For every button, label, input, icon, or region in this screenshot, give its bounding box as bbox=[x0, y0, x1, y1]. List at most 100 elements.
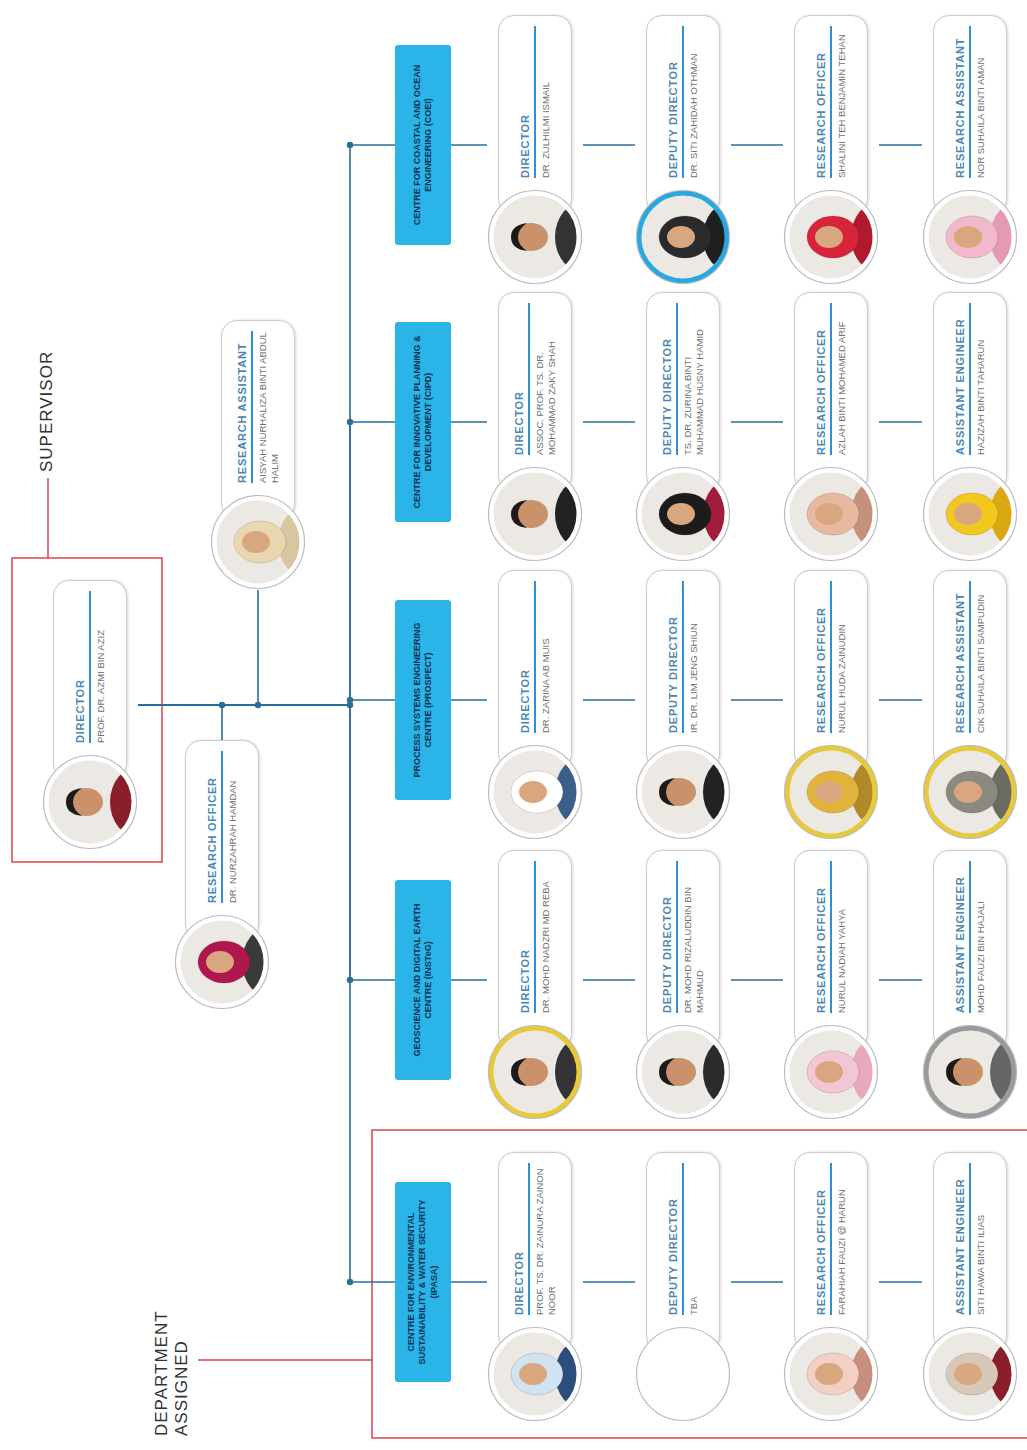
staff-name: PROF. DR. AZMI BIN AZIZ bbox=[95, 591, 107, 743]
org-connector bbox=[731, 979, 783, 981]
photo-ring bbox=[926, 1330, 1014, 1418]
photo-outline bbox=[489, 468, 582, 561]
photo-face bbox=[815, 1363, 843, 1385]
job-title: RESEARCH OFFICER bbox=[815, 26, 832, 178]
photo-outline bbox=[489, 746, 582, 839]
photo-scarf bbox=[807, 493, 859, 535]
staff-name: DR. ZARINA AB MUIS bbox=[540, 581, 552, 733]
staff-card: RESEARCH OFFICERAZLAH BINTI MOHAMED ARIF bbox=[783, 292, 879, 562]
photo-hair bbox=[66, 788, 82, 816]
staff-card: ASSISTANT ENGINEERSITI HAWA BINTI ILIAS bbox=[922, 1152, 1018, 1422]
portrait-photo bbox=[783, 1326, 879, 1422]
photo-ring bbox=[926, 748, 1014, 836]
org-connector bbox=[451, 979, 487, 981]
staff-card: DIRECTORDR. ZULHILMI ISMAIL bbox=[487, 15, 583, 285]
department-name: CENTRE FOR COASTAL AND OCEAN ENGINEERING… bbox=[412, 55, 435, 235]
org-connector bbox=[451, 421, 487, 423]
name-card: RESEARCH OFFICER FARAHIAH FAUZI @ HARUN bbox=[794, 1152, 868, 1352]
org-connector bbox=[879, 699, 922, 701]
photo-hair bbox=[946, 1058, 962, 1086]
staff-name: AZLAH BINTI MOHAMED ARIF bbox=[836, 303, 848, 455]
photo-face bbox=[815, 1061, 843, 1083]
name-card: DEPUTY DIRECTORDR. MOHD RIZALUDDIN BIN M… bbox=[646, 850, 720, 1050]
job-title: RESEARCH ASSISTANT bbox=[236, 331, 253, 483]
staff-name: DR. NURZAHRAH HAMDAN bbox=[227, 751, 239, 903]
org-connector bbox=[451, 144, 487, 146]
photo-scarf bbox=[807, 1353, 859, 1395]
photo-ring bbox=[926, 1028, 1014, 1116]
photo-outline bbox=[489, 1026, 582, 1119]
name-card: DIRECTORPROF. TS. DR. ZAINURA ZAINON NOO… bbox=[498, 1152, 572, 1352]
name-card: ASSISTANT ENGINEERMOHD FAUZI BIN HAJALI bbox=[933, 850, 1007, 1050]
photo-ring bbox=[787, 1330, 875, 1418]
job-title: DIRECTOR bbox=[513, 1163, 530, 1315]
job-title: DIRECTOR bbox=[74, 591, 91, 743]
name-card: RESEARCH OFFICERNURUL HUDA ZAINUDIN bbox=[794, 570, 868, 770]
photo-scarf bbox=[946, 216, 998, 258]
portrait-photo bbox=[922, 744, 1018, 840]
photo-outline bbox=[176, 916, 269, 1009]
job-title: RESEARCH OFFICER bbox=[815, 1163, 832, 1315]
photo-face bbox=[954, 781, 982, 803]
department-name: CENTRE FOR ENVIRONMENTAL SUSTAINABILITY … bbox=[406, 1192, 440, 1372]
photo-ring bbox=[787, 193, 875, 281]
name-card: DIRECTORDR. ZULHILMI ISMAIL bbox=[498, 15, 572, 215]
staff-card: DEPUTY DIRECTORIR. DR. LIM JENG SHIUN bbox=[635, 570, 731, 840]
junction-dot bbox=[347, 977, 353, 983]
portrait-photo bbox=[487, 189, 583, 285]
department-frame bbox=[372, 1130, 1027, 1438]
staff-card: DEPUTY DIRECTORDR. MOHD RIZALUDDIN BIN M… bbox=[635, 850, 731, 1120]
name-card: RESEARCH OFFICER SHALINI TEH BENJAMIN TEH… bbox=[794, 15, 868, 215]
job-title: RESEARCH OFFICER bbox=[206, 751, 223, 903]
photo-face bbox=[954, 503, 982, 525]
staff-name: SHALINI TEH BENJAMIN TEHAN bbox=[836, 26, 848, 178]
photo-outline bbox=[924, 746, 1017, 839]
photo-ring bbox=[787, 1028, 875, 1116]
staff-card: ASSISTANT ENGINEERHAZIZAH BINTI TAHARUN bbox=[922, 292, 1018, 562]
name-card: DIRECTOR PROF. DR. AZMI BIN AZIZ bbox=[53, 580, 127, 780]
portrait-photo bbox=[922, 466, 1018, 562]
photo-outline bbox=[44, 756, 137, 849]
staff-name: NOR SUHAILA BINTI AMAN bbox=[975, 26, 987, 178]
staff-name: HAZIZAH BINTI TAHARUN bbox=[975, 303, 987, 455]
job-title: DIRECTOR bbox=[519, 581, 536, 733]
org-connector bbox=[879, 144, 922, 146]
staff-name: MOHD FAUZI BIN HAJALI bbox=[975, 861, 987, 1013]
staff-card: RESEARCH ASSISTANTAISYAH NURHALIZA BINTI… bbox=[210, 320, 306, 590]
org-connector bbox=[879, 421, 922, 423]
org-connector bbox=[138, 145, 395, 705]
staff-card: RESEARCH OFFICER SHALINI TEH BENJAMIN TEH… bbox=[783, 15, 879, 285]
photo-scarf bbox=[511, 1353, 563, 1395]
staff-name: DR. MOHD NADZRI MD REBA bbox=[540, 861, 552, 1013]
photo-ring bbox=[491, 470, 579, 558]
portrait-photo bbox=[635, 1024, 731, 1120]
photo-ring bbox=[787, 470, 875, 558]
staff-name: SITI HAWA BINTI ILIAS bbox=[975, 1163, 987, 1315]
photo-scarf bbox=[807, 1051, 859, 1093]
photo-scarf bbox=[946, 771, 998, 813]
photo-hair bbox=[511, 223, 527, 251]
staff-name: FARAHIAH FAUZI @ HARUN bbox=[836, 1163, 848, 1315]
photo-scarf bbox=[659, 216, 711, 258]
photo-face bbox=[815, 226, 843, 248]
name-card: DEPUTY DIRECTORIR. DR. LIM JENG SHIUN bbox=[646, 570, 720, 770]
photo-outline bbox=[637, 191, 730, 284]
job-title: DEPUTY DIRECTOR bbox=[667, 26, 684, 178]
photo-face bbox=[242, 531, 270, 553]
portrait-photo bbox=[635, 189, 731, 285]
org-connector bbox=[138, 705, 222, 740]
photo-scarf bbox=[807, 216, 859, 258]
photo-hair bbox=[659, 1058, 675, 1086]
photo-ring bbox=[639, 193, 727, 281]
photo-ring bbox=[46, 758, 134, 846]
org-connector bbox=[138, 705, 395, 1282]
org-connector bbox=[451, 699, 487, 701]
junction-dot bbox=[347, 142, 353, 148]
photo-outline bbox=[489, 1328, 582, 1421]
portrait-photo bbox=[783, 466, 879, 562]
org-connector bbox=[583, 979, 635, 981]
photo-scarf bbox=[946, 1353, 998, 1395]
name-card: ASSISTANT ENGINEERHAZIZAH BINTI TAHARUN bbox=[933, 292, 1007, 492]
staff-name: CIK SUHAILA BINTI SAMPUDIN bbox=[975, 581, 987, 733]
staff-card: RESEARCH OFFICER DR. NURZAHRAH HAMDAN bbox=[174, 740, 270, 1010]
